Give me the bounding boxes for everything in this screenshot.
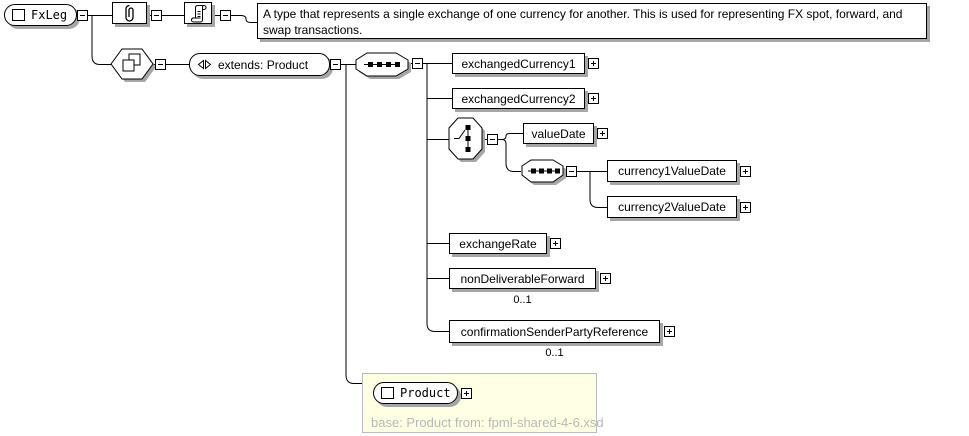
expand-toggle-nonDeliverableForward[interactable] (600, 273, 611, 284)
element-node-exchangedCurrency2[interactable]: exchangedCurrency2 (452, 88, 585, 109)
expand-toggle-confirmationSenderPartyReference[interactable] (664, 326, 675, 337)
expand-toggle-currency1ValueDate[interactable] (740, 166, 751, 177)
element-label: currency2ValueDate (618, 200, 726, 214)
element-label: confirmationSenderPartyReference (460, 324, 649, 339)
annotation-node[interactable] (184, 2, 212, 24)
element-node-valueDate[interactable]: valueDate (523, 123, 594, 144)
extension-label: extends: Product (218, 57, 309, 72)
sequence-node-nested[interactable] (521, 159, 569, 188)
paperclip-icon (125, 4, 134, 22)
occurrence-label-nonDeliverableForward: 0..1 (513, 294, 532, 306)
sequence-node[interactable] (355, 52, 413, 82)
element-label: currency1ValueDate (618, 164, 726, 178)
documentation-box: A type that represents a single exchange… (257, 3, 927, 39)
choice-collapse-toggle[interactable] (487, 134, 498, 145)
element-node-confirmationSenderPartyReference[interactable]: confirmationSenderPartyReference (449, 320, 660, 343)
attributes-collapse-toggle[interactable] (151, 10, 162, 21)
sequence-icon (364, 62, 400, 67)
base-product-label: Product (400, 386, 451, 400)
annotation-collapse-toggle[interactable] (220, 10, 231, 21)
element-node-exchangeRate[interactable]: exchangeRate (449, 233, 547, 254)
minus-icon (333, 64, 338, 65)
minus-icon (223, 15, 228, 16)
minus-icon (569, 171, 574, 172)
element-node-nonDeliverableForward[interactable]: nonDeliverableForward (449, 268, 596, 289)
minus-icon (154, 15, 159, 16)
extension-collapse-toggle[interactable] (330, 59, 341, 70)
occurrence-label-confirmationSenderPartyReference: 0..1 (545, 347, 564, 359)
element-label: nonDeliverableForward (460, 271, 585, 286)
expand-toggle-exchangeRate[interactable] (550, 238, 561, 249)
element-label: exchangedCurrency2 (461, 91, 576, 106)
minus-icon (80, 15, 85, 16)
minus-icon (490, 139, 495, 140)
root-element-label: FxLeg (31, 8, 68, 22)
element-icon (381, 387, 394, 399)
root-element-node[interactable]: FxLeg (4, 4, 77, 26)
expand-toggle-exchangedCurrency1[interactable] (588, 58, 599, 69)
element-label: valueDate (531, 126, 586, 141)
complex-content-node[interactable] (110, 47, 160, 87)
element-node-exchangedCurrency1[interactable]: exchangedCurrency1 (452, 53, 585, 74)
expand-toggle-exchangedCurrency2[interactable] (588, 93, 599, 104)
base-product-node[interactable]: Product (373, 382, 458, 404)
minus-icon (158, 64, 163, 65)
extends-icon (197, 59, 212, 70)
minus-icon (415, 63, 420, 64)
element-label: exchangeRate (459, 236, 537, 251)
sequence-icon (528, 168, 560, 174)
choice-icon (454, 125, 471, 152)
sequence-collapse-toggle[interactable] (412, 58, 423, 69)
root-collapse-toggle[interactable] (77, 10, 88, 21)
base-type-note: base: Product from: fpml-shared-4-6.xsd (371, 415, 604, 430)
complex-content-collapse-toggle[interactable] (155, 59, 166, 70)
documentation-text: A type that represents a single exchange… (263, 7, 903, 37)
expand-toggle-valueDate[interactable] (597, 128, 608, 139)
choice-node[interactable] (448, 117, 489, 166)
sequence-nested-collapse-toggle[interactable] (566, 166, 577, 177)
element-label: exchangedCurrency1 (461, 56, 576, 71)
expand-toggle-currency2ValueDate[interactable] (740, 202, 751, 213)
element-node-currency2ValueDate[interactable]: currency2ValueDate (607, 196, 737, 218)
extension-node[interactable]: extends: Product (189, 53, 330, 76)
element-icon (12, 9, 25, 21)
attributes-node[interactable] (112, 2, 147, 24)
expand-toggle-product[interactable] (461, 388, 472, 399)
scroll-icon (190, 4, 207, 22)
element-node-currency1ValueDate[interactable]: currency1ValueDate (607, 160, 737, 182)
